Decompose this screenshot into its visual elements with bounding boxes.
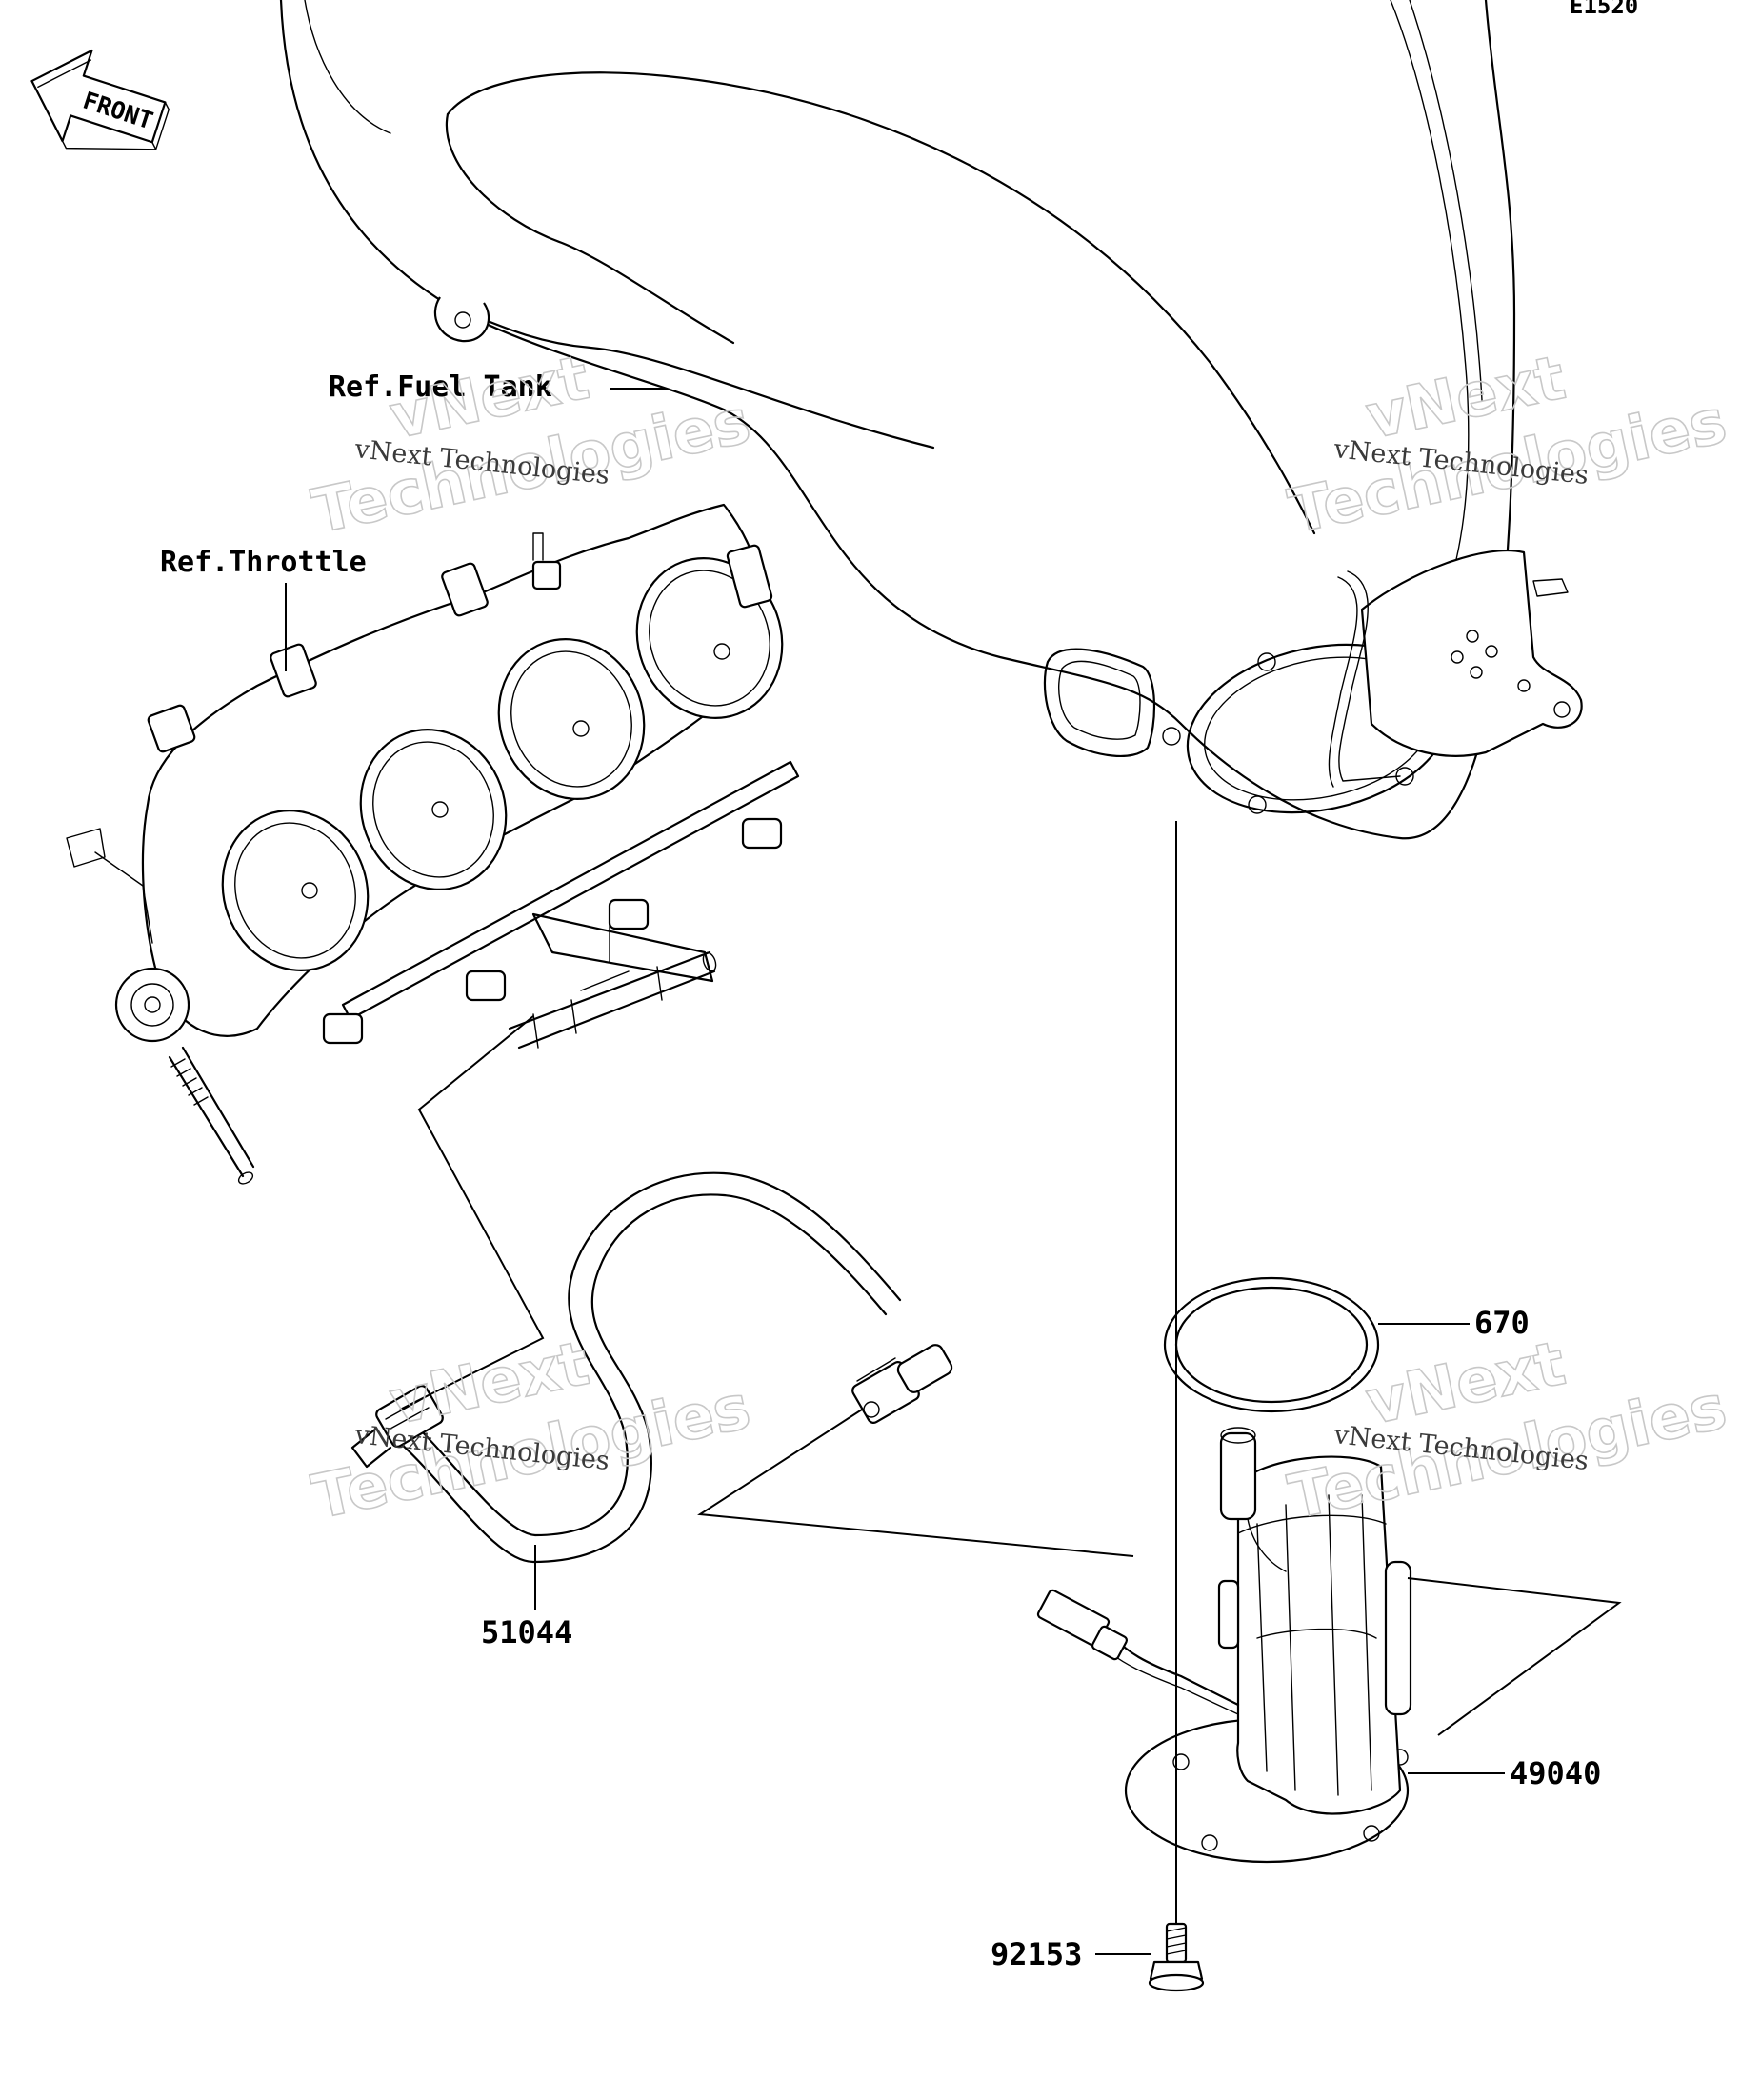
ref-fuel-tank-label: Ref.Fuel Tank [329, 370, 552, 404]
o-ring-drawing [1163, 1276, 1380, 1413]
throttle-bore-1 [221, 810, 370, 971]
part-number-51044: 51044 [481, 1614, 572, 1650]
part-number-92153: 92153 [991, 1936, 1082, 1972]
watermark-3: vNext Technologies [306, 1328, 757, 1534]
part-number-49040: 49040 [1510, 1755, 1601, 1791]
throttle-bore-3 [497, 638, 646, 800]
fuel-pump-drawing [1036, 1427, 1412, 1864]
leader-lines [285, 388, 1622, 1955]
part-number-670: 670 [1474, 1305, 1530, 1341]
bolt-drawing [1148, 1922, 1205, 1992]
fuel-hose-drawing [350, 1171, 953, 1564]
watermark-1: vNext Technologies [306, 342, 757, 549]
fuel-tank-drawing [279, 0, 1583, 840]
throttle-bore-2 [359, 729, 508, 890]
throttle-body-drawing [66, 503, 800, 1185]
ref-throttle-label: Ref.Throttle [160, 546, 367, 579]
watermark-2: vNext Technologies [1282, 342, 1733, 549]
diagram-code: E1520 [1570, 0, 1638, 19]
front-arrow-icon: FRONT [30, 49, 170, 150]
